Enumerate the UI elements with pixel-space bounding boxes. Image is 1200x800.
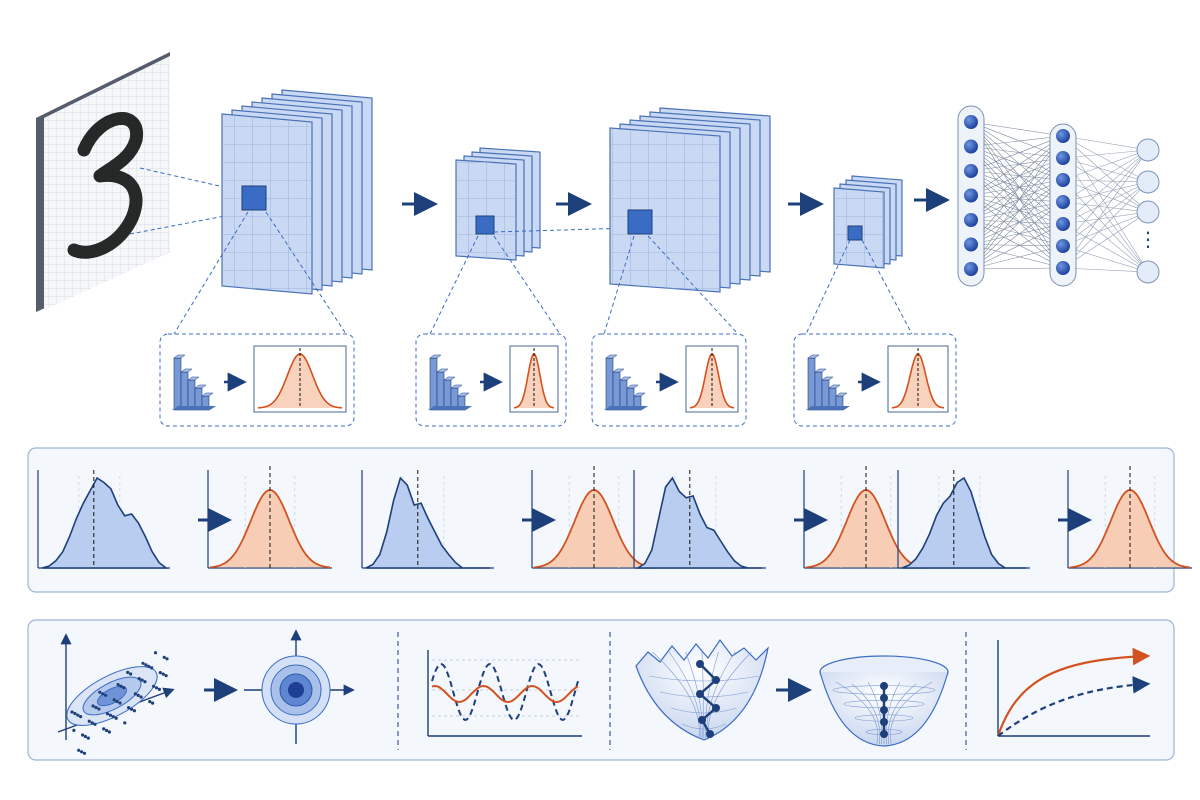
- rough-loss-landscape: [635, 638, 769, 741]
- normalization-box: [159, 333, 355, 427]
- normalized-distribution: [210, 490, 330, 568]
- feature-map-stack-3: [609, 107, 771, 293]
- skewed-distribution: [635, 476, 762, 569]
- skewed-distribution: [41, 476, 169, 569]
- neuron: [1056, 261, 1070, 275]
- smooth-loss-landscape: [819, 655, 949, 747]
- correlated-scatter-plot: [57, 633, 175, 755]
- bell-curve-icon: [887, 345, 949, 413]
- neuron: [964, 237, 978, 252]
- bell-curve-icon: [509, 345, 559, 413]
- skewed-distribution: [901, 476, 1026, 569]
- output-layer: [1136, 138, 1160, 284]
- fully-connected-network: ⋮: [957, 105, 1160, 287]
- bar-histogram-icon: [604, 354, 648, 411]
- convergence-curves-plot: [996, 640, 1151, 737]
- neuron: [964, 164, 978, 178]
- fc-layer-1: [964, 115, 978, 276]
- bell-curve-icon: [253, 345, 347, 413]
- neuron: [964, 262, 978, 276]
- distribution-pair: [37, 466, 332, 569]
- distribution-pair: [897, 466, 1192, 569]
- feature-map-stack-1: [221, 89, 373, 295]
- neuron: [1056, 195, 1070, 209]
- bar-histogram-icon: [428, 354, 472, 411]
- skewed-distribution: [365, 476, 490, 569]
- neuron: [1056, 151, 1070, 165]
- feature-map-stack-2: [455, 147, 541, 261]
- output-node: [1136, 260, 1160, 284]
- neuron: [964, 213, 978, 227]
- normalized-distribution: [534, 490, 654, 568]
- fc-layer-2: [1056, 129, 1070, 275]
- output-ellipsis: ⋮: [1138, 227, 1158, 251]
- output-node: [1136, 138, 1160, 162]
- distribution-pair: [633, 466, 928, 569]
- normalization-box: [415, 333, 567, 427]
- neuron: [1056, 173, 1070, 187]
- neuron: [1056, 239, 1070, 253]
- bar-histogram-icon: [806, 354, 850, 411]
- neuron: [1056, 217, 1070, 231]
- bar-histogram-icon: [172, 354, 216, 411]
- normalization-box: [793, 333, 957, 427]
- neuron: [964, 188, 978, 203]
- normalized-distribution: [806, 490, 926, 568]
- zoom-lines: [173, 211, 913, 335]
- normalized-distribution: [1070, 490, 1190, 568]
- effects-dividers: [397, 632, 967, 750]
- feature-map-stack-4: [833, 175, 903, 269]
- normalization-box: [591, 333, 747, 427]
- whitened-distribution-plot: [244, 629, 355, 744]
- neuron: [964, 139, 978, 154]
- neuron: [964, 115, 978, 129]
- neuron: [1056, 129, 1070, 143]
- output-node: [1136, 200, 1160, 224]
- distribution-pair: [361, 466, 656, 569]
- effects-panel: [27, 619, 1175, 761]
- output-node: [1136, 170, 1160, 194]
- input-digit-image: 3: [36, 52, 170, 312]
- bell-curve-icon: [685, 345, 739, 413]
- training-oscillation-plot: [427, 650, 582, 737]
